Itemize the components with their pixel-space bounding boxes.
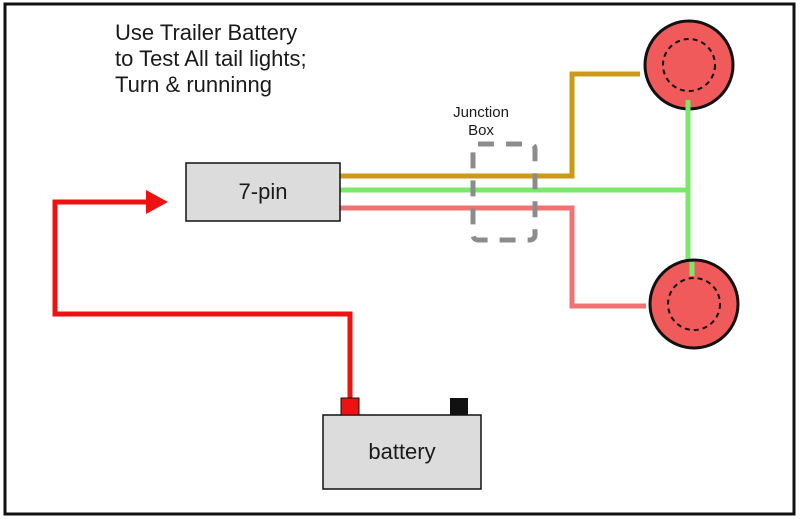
negative-terminal-icon — [450, 398, 468, 415]
lamp-bulb-icon — [662, 38, 716, 92]
battery-label: battery — [368, 439, 436, 464]
seven-pin-connector — [185, 162, 341, 222]
connector-label: 7-pin — [238, 179, 288, 204]
salmon-wire — [340, 205, 646, 309]
lamp-bulb-icon — [667, 277, 721, 331]
junction-box — [470, 141, 538, 243]
gold-wire — [340, 71, 640, 179]
instruction-line-2: to Test All tail lights; — [115, 46, 307, 71]
arrow-icon — [146, 190, 168, 214]
instruction-line-1: Use Trailer Battery — [115, 20, 298, 45]
junction-box-label: Junction Box — [440, 104, 522, 140]
junction-box-label-line-2: Box — [468, 122, 494, 139]
instruction-text: Use Trailer Battery to Test All tail lig… — [115, 20, 307, 98]
battery-body — [322, 414, 482, 490]
positive-wire — [52, 199, 353, 398]
junction-box-label-line-1: Junction — [453, 104, 509, 121]
positive-terminal-icon — [340, 397, 360, 416]
tail-light-lower — [648, 258, 740, 350]
tail-light-upper — [643, 19, 735, 111]
instruction-line-3: Turn & runninng — [115, 72, 272, 97]
